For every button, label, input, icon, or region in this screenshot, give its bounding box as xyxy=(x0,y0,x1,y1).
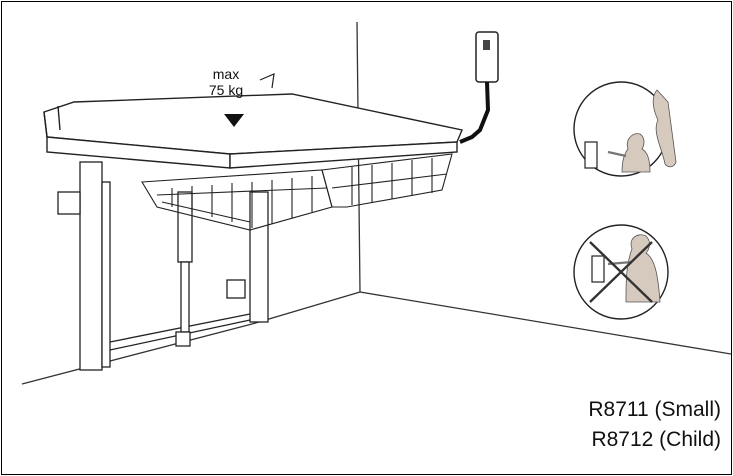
room-lines xyxy=(21,21,731,385)
table-top xyxy=(43,93,463,169)
gas-spring xyxy=(175,191,193,347)
table-legs xyxy=(57,161,269,371)
load-label-kg: 75 kg xyxy=(209,82,243,98)
wall-remote-control-icon xyxy=(459,31,499,144)
model-child: R8712 (Child) xyxy=(591,428,721,451)
baskets xyxy=(141,153,453,231)
model-small: R8711 (Small) xyxy=(588,398,721,421)
model-list: R8711 (Small) R8712 (Child) xyxy=(588,395,721,455)
down-arrow-icon xyxy=(224,114,244,127)
adult-operating-with-child-icon xyxy=(573,81,677,177)
load-label-max: max xyxy=(213,66,239,82)
load-bracket xyxy=(259,73,275,89)
child-operating-prohibited-icon xyxy=(573,224,669,320)
load-label: max 75 kg xyxy=(209,66,275,127)
